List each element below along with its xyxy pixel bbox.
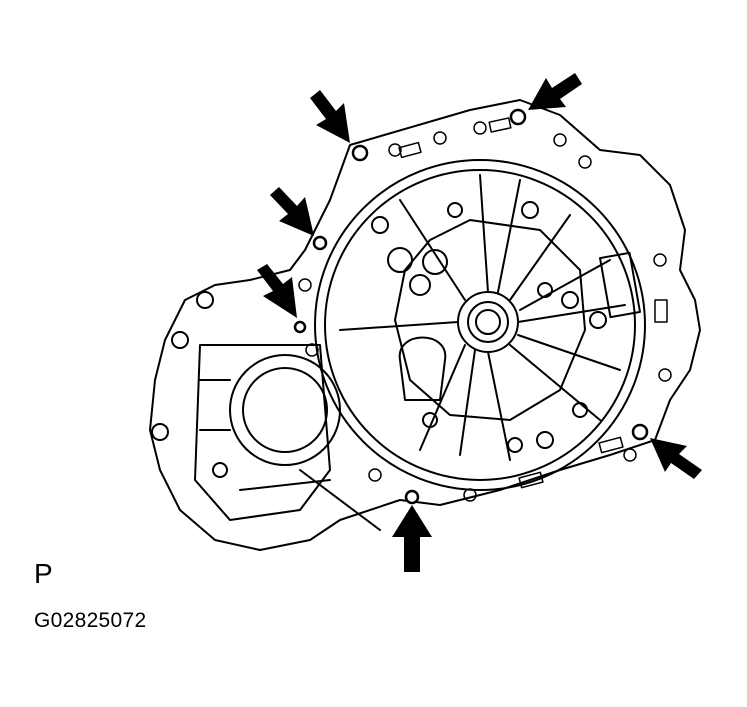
keyhole-boss xyxy=(398,336,447,401)
housing-outline xyxy=(149,99,701,551)
internal-bosses xyxy=(151,201,607,478)
figure-id: G02825072 xyxy=(34,609,147,632)
bolt-hole-icon xyxy=(631,423,649,441)
bolt-hole-icon xyxy=(312,235,328,251)
bell-housing-inner-rim xyxy=(324,169,636,481)
view-label: P xyxy=(34,558,53,589)
left-section-frame xyxy=(194,344,331,521)
shaft-bore-mid xyxy=(467,301,509,343)
differential-bore-inner xyxy=(242,367,328,453)
flange-slots xyxy=(398,117,668,489)
differential-bore-outer xyxy=(229,354,341,466)
arrow-icon xyxy=(392,505,432,572)
bell-housing-rim xyxy=(314,159,646,491)
inner-web xyxy=(394,219,586,421)
left-rib-4 xyxy=(299,469,381,531)
arrow-icon xyxy=(650,438,702,479)
arrow-icon xyxy=(270,187,314,236)
bolt-hole-icon xyxy=(404,489,420,505)
radial-ribs xyxy=(339,174,626,461)
shaft-bore-inner xyxy=(475,309,501,335)
arrow-icon xyxy=(257,264,297,318)
bolt-hole-icon xyxy=(351,144,369,162)
arrow-icon xyxy=(528,73,582,110)
side-window xyxy=(599,251,641,319)
flange-holes xyxy=(298,121,672,502)
bolt-hole-icon xyxy=(509,108,527,126)
bolt-hole-icon xyxy=(293,320,307,334)
arrow-icon xyxy=(310,90,350,143)
